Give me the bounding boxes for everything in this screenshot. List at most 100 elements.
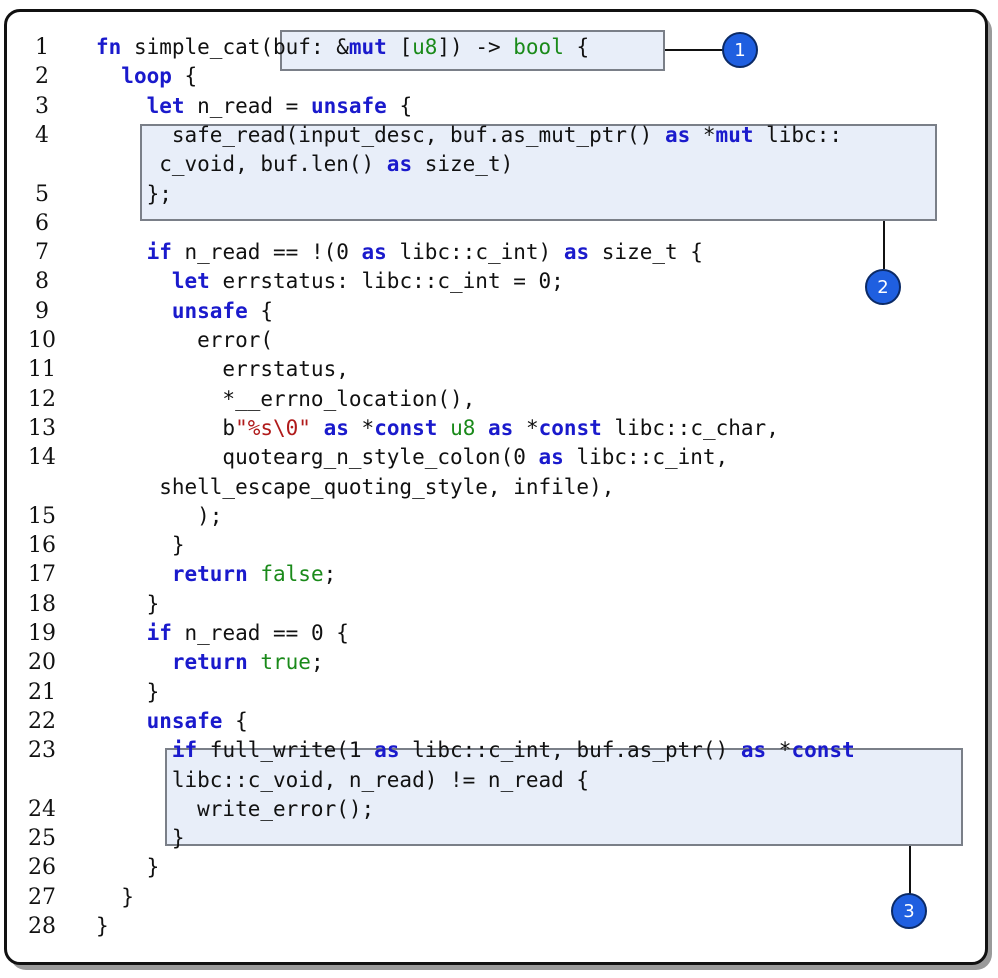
line-number: 7 <box>35 240 49 266</box>
line-number: 21 <box>28 679 56 705</box>
code-line: error( <box>96 326 273 355</box>
line-number: 4 <box>35 122 49 148</box>
code-line: unsafe { <box>96 297 273 326</box>
code-token: error( <box>96 328 274 352</box>
code-line: b"%s\0" as *const u8 as *const libc::c_c… <box>96 414 778 443</box>
code-token: * <box>348 415 375 440</box>
code-token: } <box>96 533 185 558</box>
code-token: errstatus, <box>96 357 349 382</box>
code-line: } <box>96 853 160 882</box>
code-line: if n_read == !(0 as libc::c_int) as size… <box>96 238 703 267</box>
code-token: safe_read(input_desc, buf.as_mut_ptr() <box>96 122 665 147</box>
code-token <box>96 709 147 733</box>
code-keyword: as <box>538 445 564 470</box>
code-token: libc:: <box>753 122 842 147</box>
code-keyword: if <box>146 621 172 645</box>
line-number: 10 <box>28 328 56 353</box>
code-token: } <box>96 826 185 851</box>
code-token: { <box>247 298 274 323</box>
code-line: loop { <box>96 62 197 91</box>
code-keyword: as <box>374 738 400 763</box>
line-number: 18 <box>28 591 56 617</box>
line-number: 16 <box>28 533 56 559</box>
line-number: 9 <box>35 298 49 324</box>
leader-line-2 <box>883 221 885 269</box>
code-literal: false <box>260 562 324 587</box>
code-line: } <box>96 531 185 560</box>
code-token <box>96 240 147 264</box>
code-line: }; <box>96 180 172 209</box>
code-token <box>96 269 172 293</box>
code-token <box>96 299 172 323</box>
code-token: c_void, buf.len() <box>96 152 387 177</box>
code-token <box>475 416 488 440</box>
code-line: *__errno_location(), <box>96 385 475 414</box>
code-line: write_error(); <box>96 795 374 824</box>
code-line: } <box>96 590 160 619</box>
highlight-box-signature <box>280 30 665 71</box>
code-keyword: let <box>146 93 185 118</box>
code-token <box>96 64 121 88</box>
line-number: 22 <box>28 708 56 734</box>
code-token: full_write(1 <box>197 738 375 763</box>
leader-line-3 <box>909 846 911 894</box>
highlight-box-safe-read <box>140 124 937 221</box>
code-keyword: fn <box>96 35 122 59</box>
line-number: 27 <box>28 884 56 910</box>
code-literal: u8 <box>450 415 476 440</box>
code-keyword: as <box>488 415 514 440</box>
code-token: { <box>222 708 248 733</box>
code-line: } <box>96 824 185 853</box>
code-line: unsafe { <box>96 707 248 736</box>
code-token: } <box>96 591 160 616</box>
code-token: * <box>766 738 792 763</box>
code-keyword: loop <box>121 64 172 89</box>
code-token: { <box>171 64 198 89</box>
code-token: * <box>513 415 539 440</box>
line-number: 6 <box>35 210 49 236</box>
line-number: 14 <box>28 445 56 471</box>
code-token: } <box>96 855 160 880</box>
line-number: 26 <box>28 855 56 881</box>
code-token: libc::c_int) <box>386 240 564 265</box>
code-token: errstatus: libc::c_int = 0; <box>209 269 564 294</box>
code-token <box>96 738 172 762</box>
code-token: [ <box>386 35 413 59</box>
code-keyword: unsafe <box>171 298 248 323</box>
code-keyword: as <box>361 240 387 265</box>
code-keyword: unsafe <box>146 708 223 733</box>
code-token: *__errno_location(), <box>96 386 476 411</box>
code-token: libc::c_void, n_read) != n_read { <box>96 767 590 792</box>
code-keyword: const <box>538 415 602 440</box>
code-token <box>96 562 172 586</box>
code-token: { <box>563 35 590 59</box>
code-token: libc::c_int, buf.as_ptr() <box>399 738 741 763</box>
code-line: shell_escape_quoting_style, infile), <box>96 473 614 502</box>
code-line: errstatus, <box>96 355 349 384</box>
callout-badge-2: 2 <box>865 269 901 305</box>
code-line: } <box>96 678 160 707</box>
code-keyword: mut <box>715 122 754 147</box>
code-string: "%s\0" <box>235 415 311 440</box>
code-line: quotearg_n_style_colon(0 as libc::c_int, <box>96 443 728 472</box>
code-keyword: return <box>171 562 248 587</box>
leader-line-1 <box>665 49 723 51</box>
code-token: b <box>96 415 236 440</box>
code-literal: u8 <box>412 35 438 59</box>
line-number: 8 <box>35 269 49 295</box>
code-keyword: if <box>146 240 172 265</box>
line-number: 12 <box>28 386 56 412</box>
code-line: } <box>96 912 109 941</box>
code-keyword: as <box>323 415 349 440</box>
line-number: 3 <box>35 93 49 119</box>
line-number: 15 <box>28 503 56 529</box>
code-token <box>248 562 261 586</box>
code-keyword: as <box>664 122 691 147</box>
code-keyword: as <box>386 152 413 177</box>
code-token: } <box>96 679 160 704</box>
code-token: shell_escape_quoting_style, infile), <box>96 474 615 499</box>
code-line: libc::c_void, n_read) != n_read { <box>96 766 589 795</box>
line-number: 5 <box>35 181 49 207</box>
code-token <box>96 650 172 674</box>
code-line: safe_read(input_desc, buf.as_mut_ptr() a… <box>96 121 842 150</box>
